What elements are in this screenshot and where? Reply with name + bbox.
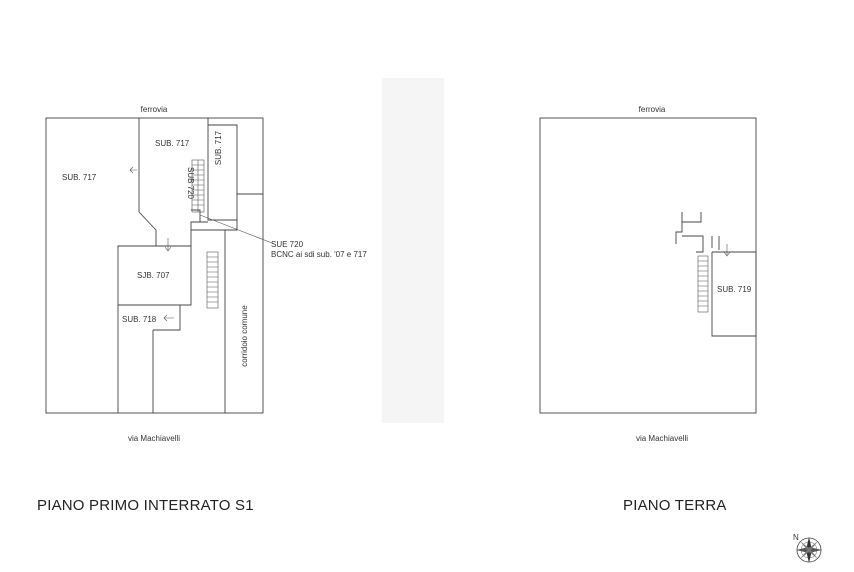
ground-top-street: ferrovia — [639, 105, 666, 114]
stair-upper — [191, 159, 205, 213]
stair-ground — [697, 255, 709, 313]
basement-top-street: ferrovia — [141, 105, 168, 114]
basement-outline — [45, 117, 264, 414]
ground-inner-walls — [675, 212, 757, 337]
plan-basement: ferrovia via Machiavelli SUB. 717 SUB. 7… — [37, 105, 367, 514]
label-sub717-vertical: SUB. 717 — [214, 130, 223, 165]
ground-bottom-street: via Machiavelli — [636, 434, 688, 443]
stair-lower — [206, 251, 219, 309]
note-line-1: SUE 720 — [271, 240, 304, 249]
label-sub719: SUB. 719 — [717, 285, 752, 294]
label-sub707: SJB. 707 — [137, 271, 170, 280]
basement-inner-walls — [117, 118, 263, 413]
arrow-mark-left — [129, 166, 137, 174]
arrow-mark-707 — [164, 238, 172, 252]
ground-title: PIANO TERRA — [623, 497, 727, 514]
label-corridoio: corridoio comune — [240, 305, 249, 367]
compass-rose-icon: N — [793, 533, 822, 563]
basement-title: PIANO PRIMO INTERRATO S1 — [37, 497, 254, 514]
basement-bottom-street: via Machiavelli — [128, 434, 180, 443]
arrow-mark-718 — [163, 314, 174, 322]
label-sub718: SUB. 718 — [122, 315, 157, 324]
label-sub717-left: SUB. 717 — [62, 173, 97, 182]
compass-north-letter: N — [793, 533, 799, 542]
note-line-2: BCNC ai sdi sub. '07 e 717 — [271, 250, 367, 259]
ground-outline — [539, 117, 757, 414]
plan-ground-floor: ferrovia via Machiavelli SUB. 719 PIANO … — [539, 105, 757, 514]
arrow-mark-719 — [723, 244, 731, 257]
label-sub717-mid: SUB. 717 — [155, 139, 190, 148]
faint-center-watermark — [382, 78, 444, 423]
note-leader-line — [199, 214, 273, 244]
label-sub720-vertical: SUB 720 — [186, 167, 195, 200]
